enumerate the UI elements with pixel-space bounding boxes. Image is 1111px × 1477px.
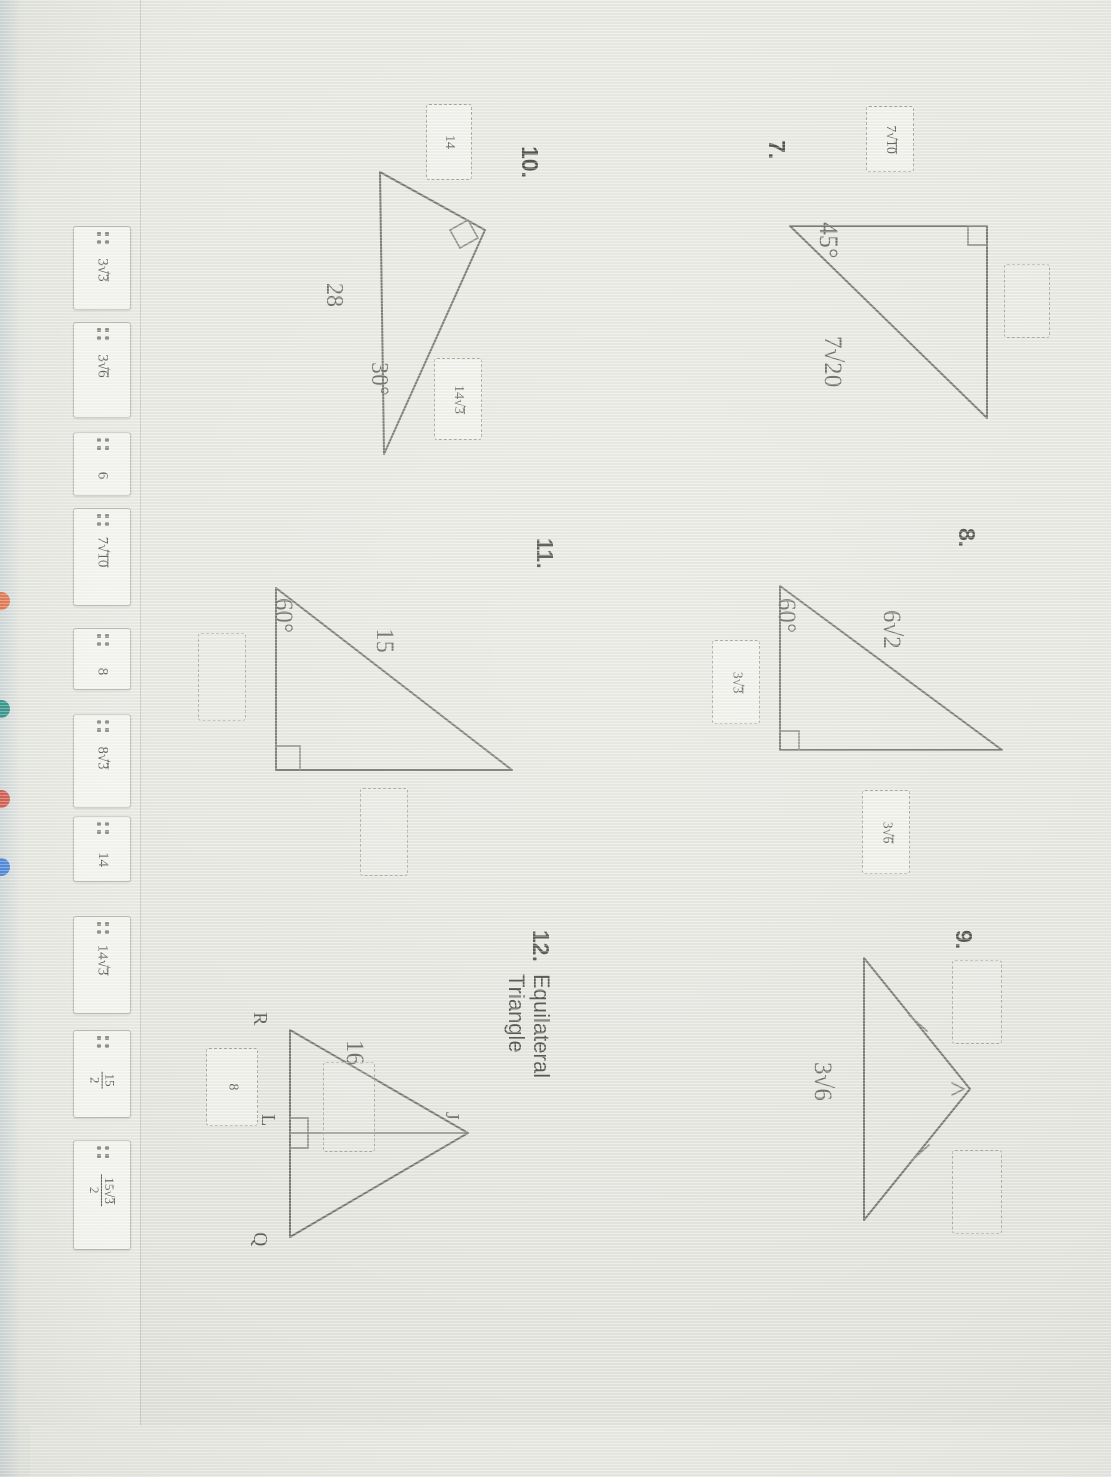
drag-handle-icon[interactable] xyxy=(96,232,109,245)
answer-chip-a6[interactable]: 8√3 xyxy=(73,714,131,808)
drag-handle-icon[interactable] xyxy=(96,514,109,527)
drag-handle-icon[interactable] xyxy=(96,1036,109,1049)
answer-chip-a7[interactable]: 14 xyxy=(73,816,131,882)
problem-12-triangle xyxy=(289,1029,469,1238)
problem-12-vertex-q: Q xyxy=(249,1232,271,1247)
problem-10-triangle xyxy=(379,171,486,455)
answer-chip-label: 3√3 xyxy=(94,258,111,282)
answer-chip-a5[interactable]: 8 xyxy=(73,628,131,690)
answer-chip-label: 3√6 xyxy=(94,354,111,378)
answer-chip-label: 8√3 xyxy=(94,746,111,770)
problem-7-triangle xyxy=(789,225,988,419)
drag-handle-icon[interactable] xyxy=(96,822,109,835)
red-app-icon[interactable] xyxy=(0,790,10,808)
problem-10-number: 10. xyxy=(517,146,543,178)
orange-app-icon[interactable] xyxy=(0,592,10,610)
problem-8-triangle xyxy=(779,585,1003,751)
problem-7-drop-filled[interactable]: 7√10 xyxy=(866,106,914,172)
answer-chip-label: 14√3 xyxy=(94,944,111,976)
problem-7-angle-label: 45° xyxy=(814,222,843,259)
answer-chip-label: 7√10 xyxy=(94,536,111,568)
os-dock-sliver xyxy=(0,0,22,1477)
problem-8-angle-label: 60° xyxy=(773,598,800,633)
problem-8-drop-base[interactable]: 3√6 xyxy=(862,790,910,874)
problem-11-drop-leg[interactable] xyxy=(198,633,246,721)
answer-chip-label: 8 xyxy=(94,667,111,676)
problem-8-drop-leg[interactable]: 3√3 xyxy=(712,640,760,724)
problem-10-hypotenuse-label: 28 xyxy=(321,283,347,307)
problem-12-vertex-r: R xyxy=(249,1012,271,1026)
problem-7-hypotenuse-label: 7√20 xyxy=(819,336,846,388)
problem-7-number: 7. xyxy=(764,140,790,160)
blue-app-icon[interactable] xyxy=(0,858,10,876)
problem-7-drop-empty[interactable] xyxy=(1004,264,1050,338)
problem-8-hypotenuse-label: 6√2 xyxy=(878,610,905,649)
answer-chip-a8[interactable]: 14√3 xyxy=(73,916,131,1014)
drag-handle-icon[interactable] xyxy=(96,634,109,647)
problem-11-triangle xyxy=(275,587,513,771)
problem-12-number: 12. xyxy=(528,930,554,962)
problem-11-drop-base[interactable] xyxy=(360,788,408,876)
problem-12-drop-altitude[interactable] xyxy=(323,1062,375,1152)
problem-12-vertex-j: J xyxy=(441,1112,463,1120)
answer-chip-label: 6 xyxy=(94,471,111,480)
answer-chip-a4[interactable]: 7√10 xyxy=(73,508,131,606)
answer-chip-a2[interactable]: 3√6 xyxy=(73,322,131,418)
teal-app-icon[interactable] xyxy=(0,700,10,718)
problem-11-angle-label: 60° xyxy=(270,598,297,633)
drag-handle-icon[interactable] xyxy=(96,438,109,451)
problem-12-drop-side[interactable]: 8 xyxy=(206,1048,258,1126)
drag-handle-icon[interactable] xyxy=(96,328,109,341)
answer-chip-a1[interactable]: 3√3 xyxy=(73,226,131,310)
problem-9-drop-bottom[interactable] xyxy=(952,1150,1002,1234)
worksheet-panel xyxy=(140,0,1111,1425)
problem-8-number: 8. xyxy=(954,528,980,548)
problem-12-title: Equilateral Triangle xyxy=(503,974,554,1078)
problem-9-drop-top[interactable] xyxy=(952,960,1002,1044)
problem-11-hypotenuse-label: 15 xyxy=(371,628,398,653)
drag-handle-icon[interactable] xyxy=(96,922,109,935)
answer-chip-a3[interactable]: 6 xyxy=(73,432,131,496)
answer-chip-label: 14 xyxy=(94,852,111,867)
problem-9-hypotenuse-label: 3√6 xyxy=(809,1062,836,1101)
problem-12-vertex-l: L xyxy=(257,1114,279,1127)
problem-9-triangle xyxy=(863,957,971,1221)
problem-10-drop-top[interactable]: 14 xyxy=(426,104,472,180)
problem-10-drop-side[interactable]: 14√3 xyxy=(434,358,482,440)
problem-9-number: 9. xyxy=(951,930,977,950)
drag-handle-icon[interactable] xyxy=(96,1146,109,1159)
drag-handle-icon[interactable] xyxy=(96,720,109,733)
problem-11-number: 11. xyxy=(532,538,558,569)
problem-10-angle-label: 30° xyxy=(366,362,392,396)
